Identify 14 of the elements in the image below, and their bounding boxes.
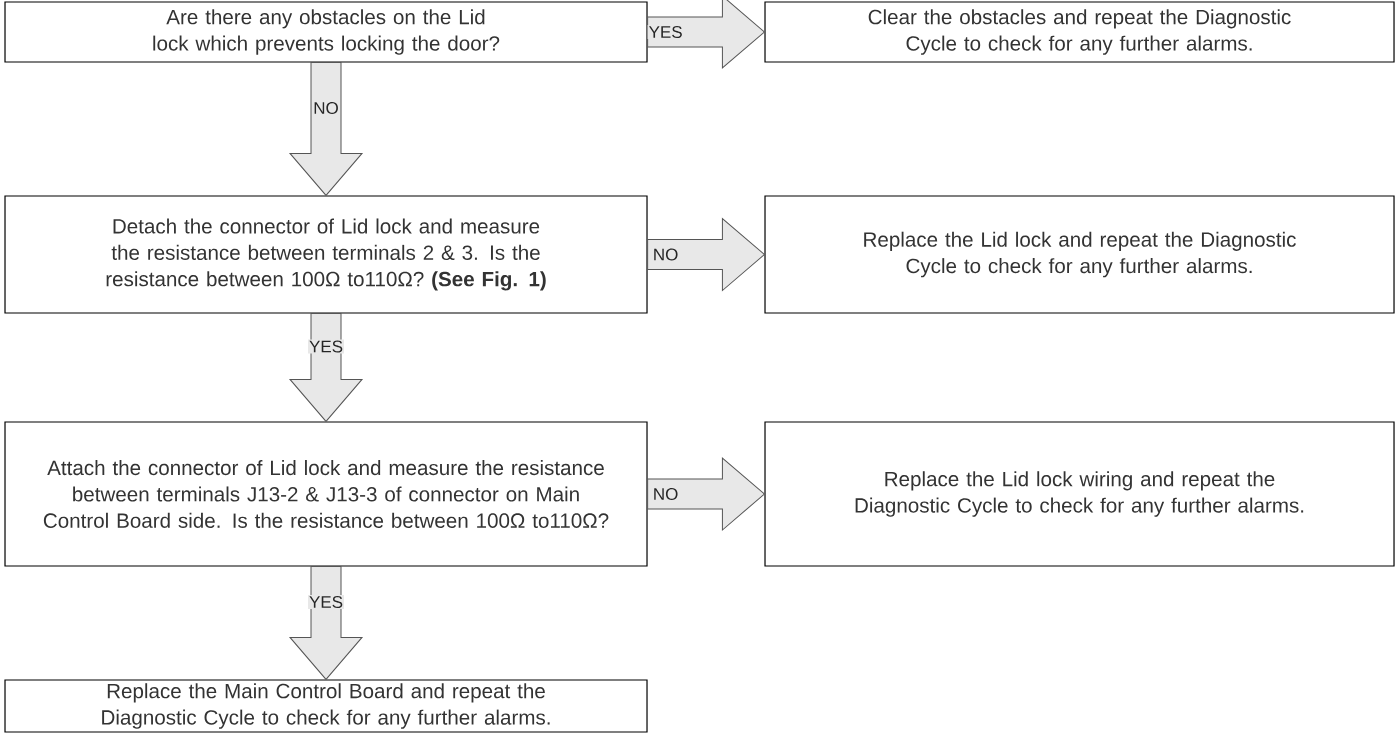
edge-label: NO — [651, 247, 680, 262]
step-box: Attach the connector of Lid lock and measure the resistance between terminals J13-2 & J13-3 of connector on Main Control Board side. Is the resistance between 100Ω to110Ω? — [4, 421, 648, 567]
block-arrow — [647, 457, 765, 531]
block-arrow — [289, 62, 363, 196]
step-box: Are there any obstacles on the Lid lock which prevents locking the door? — [4, 1, 648, 63]
step-box: Replace the Lid lock and repeat the Diagnostic Cycle to check for any further alarms. — [764, 195, 1395, 314]
block-arrow — [647, 0, 765, 69]
step-box: Replace the Lid lock wiring and repeat the Diagnostic Cycle to check for any further alarms. — [764, 421, 1395, 567]
step-box: Replace the Main Control Board and repeat the Diagnostic Cycle to check for any further alarms. — [4, 679, 648, 733]
step-box: Detach the connector of Lid lock and measure the resistance between terminals 2 & 3. Is the resistance between 100Ω to110Ω? (See Fig. 1) — [4, 195, 648, 314]
step-box: Clear the obstacles and repeat the Diagnostic Cycle to check for any further alarms. — [764, 1, 1395, 63]
block-arrow — [289, 566, 363, 680]
block-arrow — [647, 218, 765, 291]
edge-label: YES — [308, 339, 344, 354]
